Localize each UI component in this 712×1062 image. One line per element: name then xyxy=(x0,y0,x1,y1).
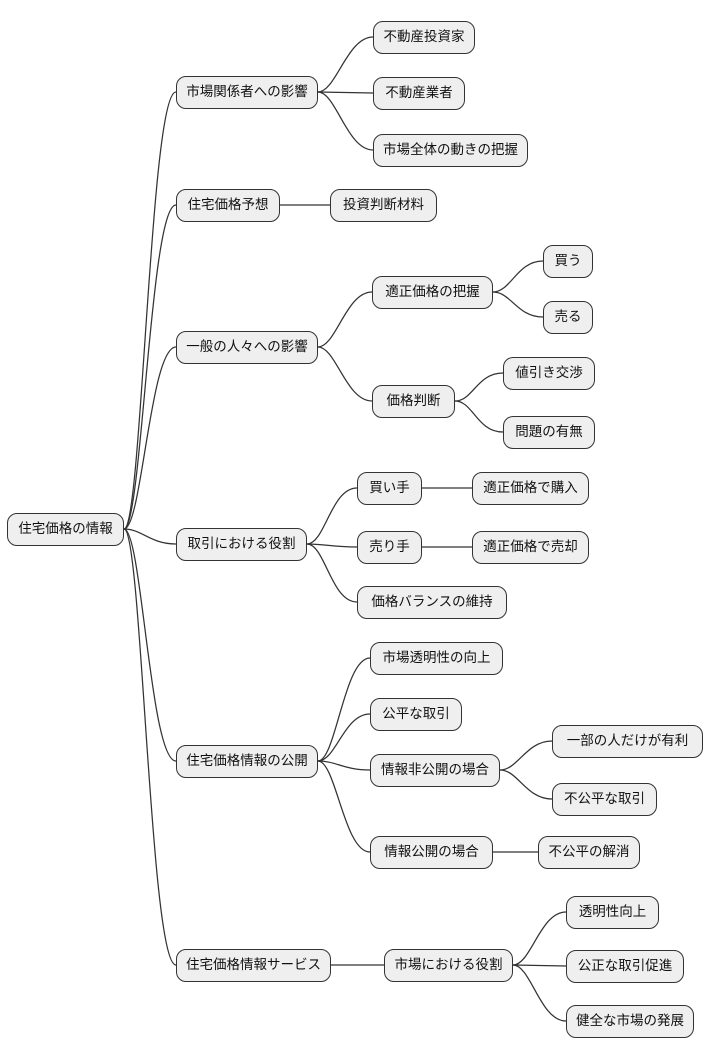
mindmap-node-n4a1: 適正価格で購入 xyxy=(472,471,589,505)
mindmap-node-n4b1: 適正価格で売却 xyxy=(472,530,589,564)
mindmap-node-n3: 一般の人々への影響 xyxy=(176,330,318,364)
mindmap-edge-root-n6 xyxy=(123,528,177,966)
mindmap-node-n1: 市場関係者への影響 xyxy=(176,75,318,109)
mindmap-edge-n3a-n3a2 xyxy=(492,291,544,318)
mindmap-edge-root-n5 xyxy=(123,528,177,762)
mindmap-node-n3b2: 問題の有無 xyxy=(503,415,595,449)
mindmap-edge-n4-n4c xyxy=(306,543,358,603)
mindmap-edge-n5-n5b xyxy=(317,713,371,762)
mindmap-node-n5: 住宅価格情報の公開 xyxy=(176,744,318,778)
mindmap-edge-n6a-n6a2 xyxy=(512,964,567,967)
mindmap-edge-n1-n1b xyxy=(317,91,374,94)
mindmap-node-n3b1: 値引き交渉 xyxy=(503,356,595,390)
mindmap-node-n4c: 価格バランスの維持 xyxy=(357,585,507,619)
mindmap-node-n4: 取引における役割 xyxy=(176,527,307,561)
mindmap-edge-n3-n3a xyxy=(317,291,373,348)
mindmap-node-n2a: 投資判断材料 xyxy=(330,188,437,222)
mindmap-edge-n5-n5a xyxy=(317,657,371,762)
mindmap-node-n5d1: 不公平の解消 xyxy=(538,835,640,869)
mindmap-edge-n5c-n5c1 xyxy=(499,740,553,771)
mindmap-edge-n1-n1c xyxy=(317,91,374,151)
mindmap-edge-n4-n4a xyxy=(306,487,358,545)
mindmap-edge-root-n3 xyxy=(123,346,177,530)
mindmap-node-n6: 住宅価格情報サービス xyxy=(176,948,331,982)
mindmap-node-n6a1: 透明性向上 xyxy=(566,895,659,929)
mindmap-edge-n3b-n3b2 xyxy=(454,400,504,433)
mindmap-node-n6a3: 健全な市場の発展 xyxy=(566,1004,694,1038)
mindmap-edge-n5-n5d xyxy=(317,760,371,853)
mindmap-node-n1c: 市場全体の動きの把握 xyxy=(373,133,528,167)
mindmap-edge-n5-n5c xyxy=(317,760,371,771)
mindmap-edge-n3a-n3a1 xyxy=(492,260,544,293)
mindmap-node-n4a: 買い手 xyxy=(357,471,422,505)
mindmap-edge-root-n1 xyxy=(123,91,177,530)
mindmap-node-n5d: 情報公開の場合 xyxy=(370,835,493,869)
mindmap-node-n1a: 不動産投資家 xyxy=(373,20,475,54)
mindmap-node-n3a: 適正価格の把握 xyxy=(372,275,493,309)
mindmap-edge-n3-n3b xyxy=(317,346,373,402)
mindmap-node-n1b: 不動産業者 xyxy=(373,76,465,110)
mindmap-node-n4b: 売り手 xyxy=(357,530,422,564)
mindmap-node-n5c1: 一部の人だけが有利 xyxy=(552,724,703,758)
mindmap-node-n2: 住宅価格予想 xyxy=(176,188,280,222)
mindmap-node-n6a2: 公正な取引促進 xyxy=(566,949,684,983)
mindmap-edge-n6a-n6a1 xyxy=(512,911,567,966)
mindmap-node-n5c2: 不公平な取引 xyxy=(552,782,657,816)
mindmap-node-n3b: 価格判断 xyxy=(372,384,455,418)
mindmap-edge-n4-n4b xyxy=(306,543,358,548)
mindmap-node-n5a: 市場透明性の向上 xyxy=(370,641,503,675)
mindmap-node-n5c: 情報非公開の場合 xyxy=(370,753,500,787)
mindmap-node-root: 住宅価格の情報 xyxy=(7,512,124,546)
mindmap-edge-root-n4 xyxy=(123,528,177,545)
mindmap-edge-n6a-n6a3 xyxy=(512,964,567,1022)
mindmap-node-n3a1: 買う xyxy=(543,244,593,278)
mindmap-node-n3a2: 売る xyxy=(543,300,593,334)
mindmap-edge-n3b-n3b1 xyxy=(454,372,504,402)
mindmap-node-n6a: 市場における役割 xyxy=(384,948,513,982)
mindmap-edge-root-n2 xyxy=(123,204,177,530)
mindmap-edge-n5c-n5c2 xyxy=(499,769,553,800)
mindmap-edge-n1-n1a xyxy=(317,36,374,93)
mindmap-node-n5b: 公平な取引 xyxy=(370,697,462,731)
